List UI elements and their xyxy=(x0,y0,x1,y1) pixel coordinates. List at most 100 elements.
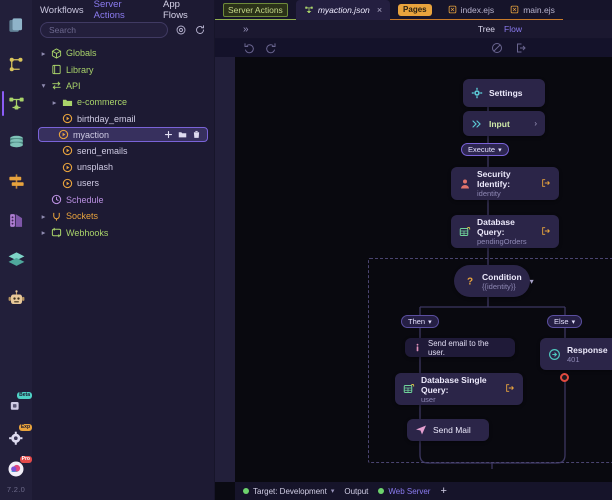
pill-else[interactable]: Else ▾ xyxy=(547,315,583,328)
tree-item-webhooks[interactable]: ▸ Webhooks xyxy=(32,224,214,240)
view-toggle-flow[interactable]: Flow xyxy=(504,24,522,34)
refresh-icon[interactable] xyxy=(194,24,206,36)
node-text: Security Identify: identity xyxy=(477,169,533,198)
pill-then[interactable]: Then ▾ xyxy=(401,315,439,328)
tree-item-actions xyxy=(164,130,207,139)
tree-panel-header: Workflows Server Actions App Flows xyxy=(32,0,214,21)
tree-item-myaction[interactable]: myaction xyxy=(38,126,208,143)
rail-item-database-icon[interactable] xyxy=(0,123,32,162)
tree-item-birthday-email[interactable]: birthday_email xyxy=(32,111,214,127)
disable-icon[interactable] xyxy=(491,42,503,54)
chevron-double-right-icon[interactable]: » xyxy=(243,23,249,35)
chevron-down-icon[interactable]: ▾ xyxy=(498,146,502,154)
search-input[interactable] xyxy=(49,25,159,35)
pill-label: Then xyxy=(408,317,426,326)
chevrons-icon xyxy=(471,118,483,130)
tree-item-e-commerce[interactable]: ▸ e-commerce xyxy=(32,94,214,110)
chevron-right-icon[interactable]: ▸ xyxy=(52,97,57,107)
settings-gear-icon[interactable] xyxy=(175,24,187,36)
status-output[interactable]: Output xyxy=(344,486,369,496)
tab-main-ejs[interactable]: main.ejs xyxy=(502,0,563,19)
rail-item-routes-icon[interactable] xyxy=(0,162,32,201)
database-icon xyxy=(9,135,23,148)
node-input[interactable]: Input › xyxy=(463,111,545,136)
rail-item-theme-icon[interactable] xyxy=(0,201,32,240)
search-box[interactable] xyxy=(40,22,168,38)
tree-item-sockets[interactable]: ▸ Sockets xyxy=(32,208,214,224)
account-badge: Pro xyxy=(19,456,32,463)
rail-item-account-icon[interactable]: Pro xyxy=(0,453,32,485)
tree-item-globals[interactable]: ▸ Globals xyxy=(32,45,214,61)
node-database-single-query[interactable]: Database Single Query: user xyxy=(395,373,523,405)
tree-item-library[interactable]: Library xyxy=(32,61,214,77)
tree-item-send-emails[interactable]: send_emails xyxy=(32,142,214,158)
tab-index-ejs[interactable]: index.ejs xyxy=(440,0,503,19)
add-icon[interactable] xyxy=(164,130,173,139)
node-title: Security Identify: xyxy=(477,169,511,189)
endpoint-marker[interactable] xyxy=(560,373,569,382)
rail-item-settings-gear-icon[interactable]: Exp xyxy=(0,421,32,453)
node-database-query[interactable]: Database Query: pendingOrders xyxy=(451,215,559,248)
folder-icon[interactable] xyxy=(178,130,187,139)
tab-label: main.ejs xyxy=(523,4,555,15)
rail-item-extensions-icon[interactable]: Beta xyxy=(0,389,32,421)
webhook-icon xyxy=(49,227,64,238)
pill-execute[interactable]: Execute ▾ xyxy=(461,143,509,156)
chevron-right-icon[interactable]: ▸ xyxy=(41,48,46,58)
tree-item-schedule[interactable]: Schedule xyxy=(32,192,214,208)
editor-subbar: » Tree Flow xyxy=(215,20,612,39)
tab-server-actions-group[interactable]: Server Actions xyxy=(215,0,296,20)
action-icon xyxy=(56,129,71,140)
undo-icon[interactable] xyxy=(243,42,255,54)
chevron-right-icon[interactable]: › xyxy=(534,119,537,128)
node-security-identify[interactable]: Security Identify: identity xyxy=(451,167,559,200)
delete-icon[interactable] xyxy=(192,130,201,139)
node-condition[interactable]: ? Condition {{identity}} ▾ xyxy=(454,265,534,297)
ai-robot-icon xyxy=(8,290,24,305)
chevron-right-icon[interactable]: ▸ xyxy=(41,211,46,221)
tab-app-flows[interactable]: App Flows xyxy=(163,0,188,21)
tab-workflows[interactable]: Workflows xyxy=(40,4,84,16)
node-output-icon[interactable] xyxy=(533,178,551,190)
chevron-down-icon[interactable]: ▾ xyxy=(330,488,335,495)
chevron-right-icon[interactable]: ▸ xyxy=(41,228,46,238)
node-send-mail[interactable]: Send Mail xyxy=(407,419,489,441)
tree-item-users[interactable]: users xyxy=(32,175,214,191)
chevron-down-icon[interactable]: ▾ xyxy=(41,81,46,91)
tab-myaction-json[interactable]: myaction.json × xyxy=(295,0,391,20)
rail-top-group xyxy=(0,0,32,318)
extensions-icon xyxy=(10,401,19,410)
rail-item-app-flows-icon[interactable] xyxy=(0,45,32,84)
node-output-icon[interactable] xyxy=(533,226,551,238)
tree-item-api[interactable]: ▾ API xyxy=(32,78,214,94)
rail-item-ai-robot-icon[interactable] xyxy=(0,279,32,318)
chevron-down-icon[interactable]: ▾ xyxy=(428,318,432,326)
chevron-down-icon[interactable]: ▾ xyxy=(529,276,534,286)
rail-item-documents-icon[interactable] xyxy=(0,6,32,45)
tab-pages[interactable]: Pages xyxy=(390,0,440,19)
layers-icon xyxy=(8,252,24,266)
status-webserver[interactable]: Web Server xyxy=(378,487,430,496)
rail-item-layers-icon[interactable] xyxy=(0,240,32,279)
close-icon[interactable]: × xyxy=(376,5,383,15)
tree-item-unsplash[interactable]: unsplash xyxy=(32,159,214,175)
node-subtitle: {{identity}} xyxy=(482,281,516,291)
node-comment[interactable]: Send email to the user. xyxy=(405,338,515,357)
flow-canvas[interactable]: Settings Input › Execute ▾ xyxy=(235,57,612,482)
node-output-icon[interactable] xyxy=(497,383,515,395)
add-panel-button[interactable]: + xyxy=(440,485,447,497)
view-toggle-tree[interactable]: Tree xyxy=(477,24,496,34)
tab-server-actions[interactable]: Server Actions xyxy=(93,0,125,21)
node-settings[interactable]: Settings xyxy=(463,79,545,107)
action-icon xyxy=(60,178,75,189)
redo-icon[interactable] xyxy=(265,42,277,54)
info-icon xyxy=(413,342,422,353)
status-target[interactable]: Target: Development ▾ xyxy=(243,487,334,496)
chevron-down-icon[interactable]: ▾ xyxy=(571,318,576,326)
rail-item-server-actions-icon[interactable] xyxy=(0,84,32,123)
export-icon[interactable] xyxy=(515,42,527,54)
node-response[interactable]: Response 401 xyxy=(540,338,612,370)
node-title: Response xyxy=(567,344,608,355)
view-toggle: Tree Flow xyxy=(478,24,522,34)
folder-icon xyxy=(60,97,75,108)
